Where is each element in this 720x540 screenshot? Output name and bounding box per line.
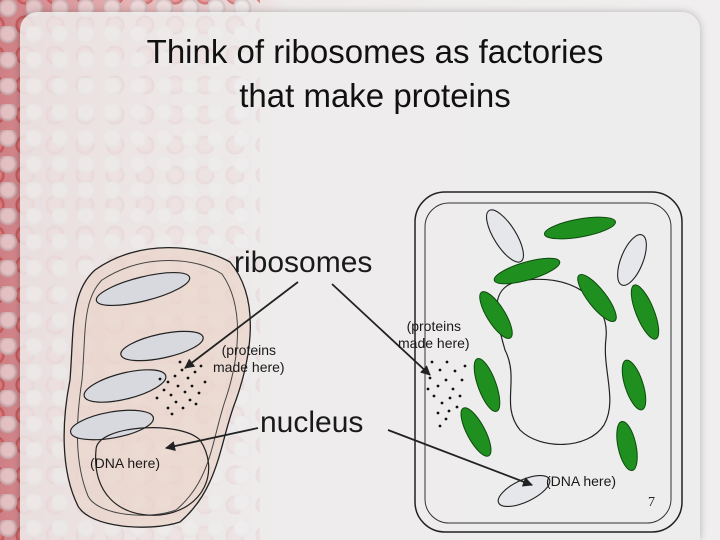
chloroplast xyxy=(621,359,647,411)
dna-label-left: (DNA here) xyxy=(90,455,161,471)
page-number: 7 xyxy=(648,495,655,510)
animal-cell-inner-membrane xyxy=(76,260,238,516)
chloroplast xyxy=(460,407,492,457)
ribosomes-label: ribosomes xyxy=(234,246,373,279)
vacuole xyxy=(120,330,204,362)
title-line-1: Think of ribosomes as factories xyxy=(146,33,604,70)
proteins-right-line-1: (proteins xyxy=(406,318,462,334)
chloroplast xyxy=(630,284,660,340)
ribosome-dots-left xyxy=(155,360,207,416)
vacuole xyxy=(95,271,191,307)
chloroplast xyxy=(544,216,616,240)
vacuole xyxy=(83,369,167,403)
animal-nucleus xyxy=(95,427,210,516)
proteins-label-left: (proteins made here) xyxy=(213,342,285,376)
chloroplast xyxy=(577,273,617,323)
vacuole xyxy=(617,234,647,286)
title-line-2: that make proteins xyxy=(239,77,511,114)
chloroplast xyxy=(616,420,638,472)
arrow-nucleus-left xyxy=(165,427,259,451)
dna-label-right: (DNA here) xyxy=(546,473,617,489)
chloroplast xyxy=(493,257,561,285)
arrow-ribosomes-left xyxy=(184,281,299,369)
chloroplast xyxy=(479,291,513,339)
slide-title: Think of ribosomes as factories that mak… xyxy=(70,30,680,118)
arrow-nucleus-right xyxy=(387,429,533,487)
chloroplasts xyxy=(460,216,660,472)
vacuole xyxy=(69,409,155,441)
vacuole xyxy=(486,209,524,263)
proteins-label-right: (proteins made here) xyxy=(398,318,470,352)
proteins-left-line-1: (proteins xyxy=(221,342,277,358)
ribosome-dots-right xyxy=(426,360,467,428)
proteins-right-line-2: made here) xyxy=(398,335,470,351)
chloroplast xyxy=(473,358,501,412)
proteins-left-line-2: made here) xyxy=(213,359,285,375)
nucleus-label: nucleus xyxy=(260,406,364,439)
plant-cell-membrane xyxy=(424,202,672,524)
arrows xyxy=(165,281,533,487)
arrow-ribosomes-right xyxy=(331,283,431,376)
